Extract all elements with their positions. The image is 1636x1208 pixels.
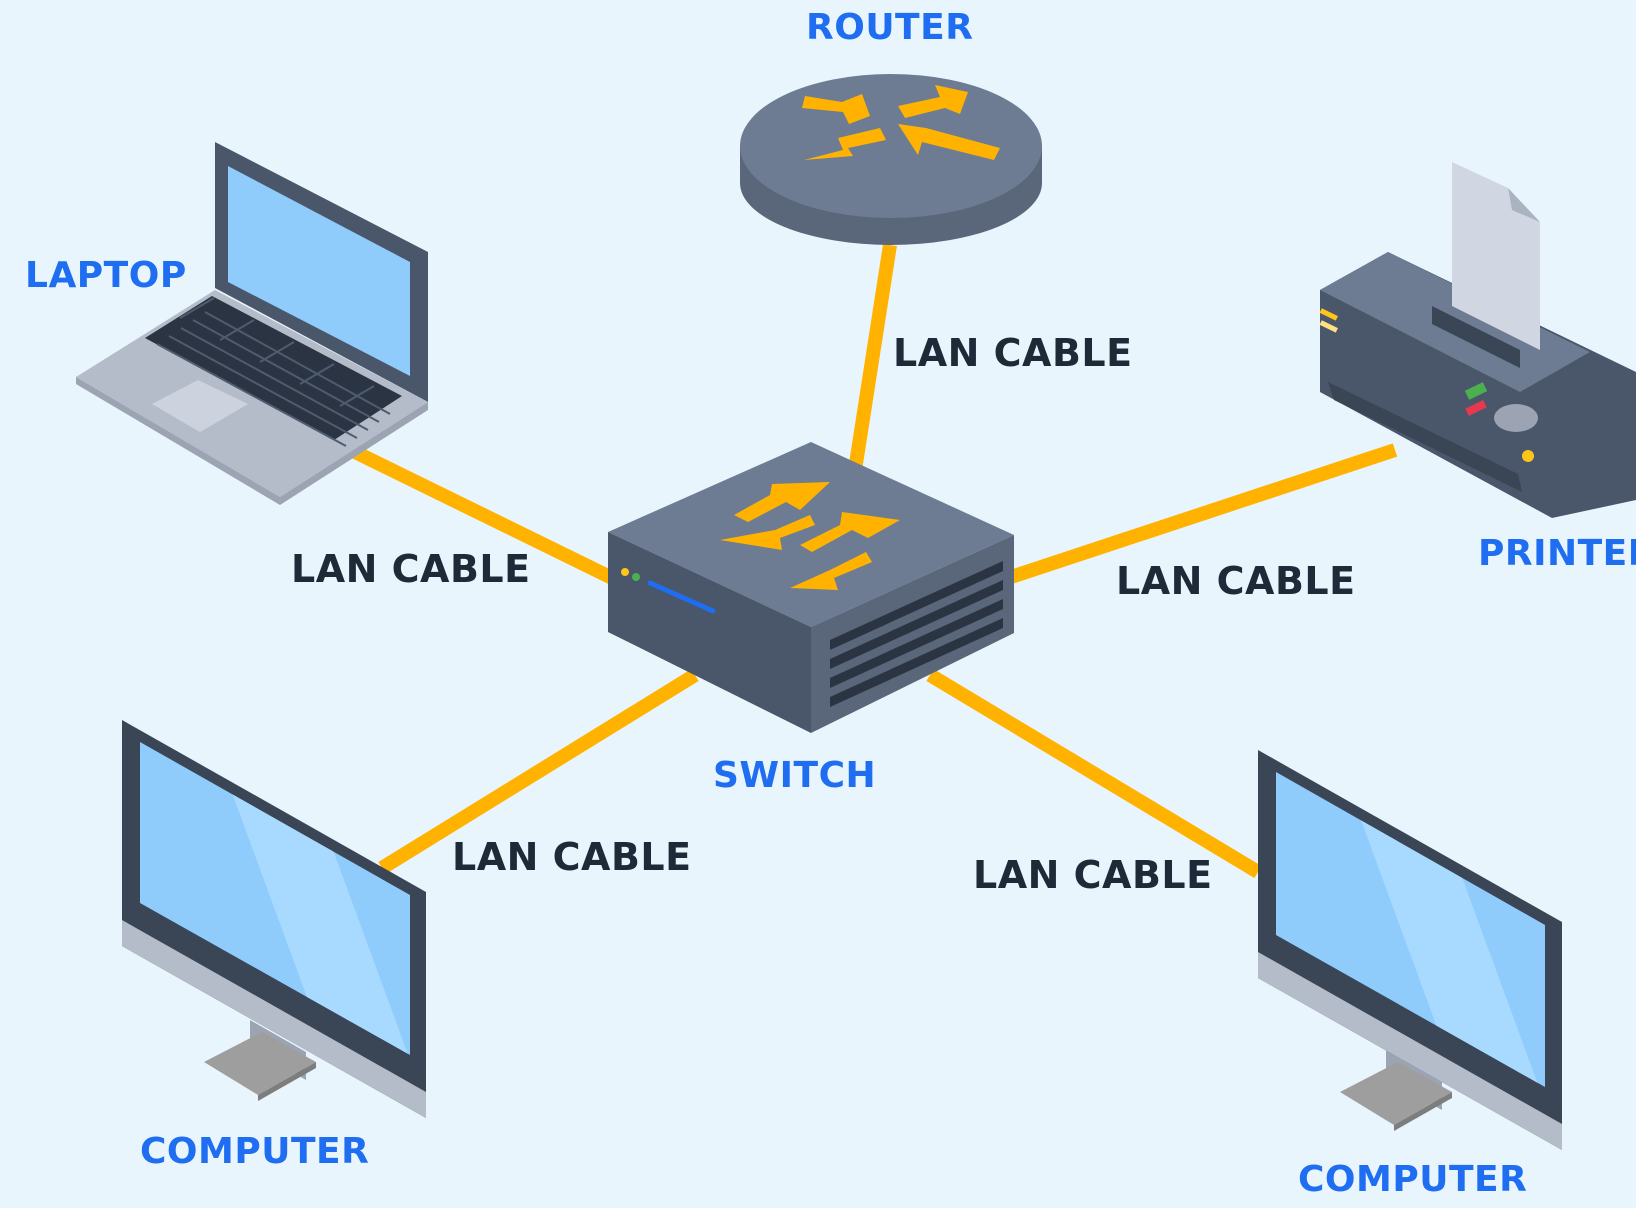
router-icon (740, 74, 1042, 245)
printer-button-green (1464, 382, 1488, 400)
cable-router (848, 243, 897, 472)
cable-computer-left (378, 669, 699, 874)
switch-label: SWITCH (713, 755, 877, 796)
cable-computer-right (926, 668, 1262, 879)
cable-router-label: LAN CABLE (893, 331, 1133, 375)
router-label: ROUTER (806, 7, 974, 48)
switch-led-green (632, 573, 640, 581)
computer-left-label: COMPUTER (140, 1131, 370, 1172)
cable-printer-label: LAN CABLE (1116, 559, 1356, 603)
printer-button-red (1465, 400, 1487, 416)
printer-label: PRINTER (1478, 533, 1636, 574)
monitor-icon-right (1258, 750, 1562, 1150)
switch-led-yellow (621, 568, 629, 576)
cable-computer-right-label: LAN CABLE (973, 853, 1213, 897)
cable-printer (1005, 443, 1398, 585)
cable-laptop (351, 445, 616, 585)
laptop-label: LAPTOP (25, 255, 187, 296)
laptop-icon (76, 142, 428, 505)
cable-laptop-label: LAN CABLE (291, 547, 531, 591)
printer-icon (1319, 162, 1636, 518)
switch-status-bar (647, 580, 716, 614)
monitor-icon-left (122, 720, 426, 1118)
cable-computer-left-label: LAN CABLE (452, 835, 692, 879)
switch-icon (608, 442, 1014, 733)
computer-right-label: COMPUTER (1298, 1159, 1528, 1200)
